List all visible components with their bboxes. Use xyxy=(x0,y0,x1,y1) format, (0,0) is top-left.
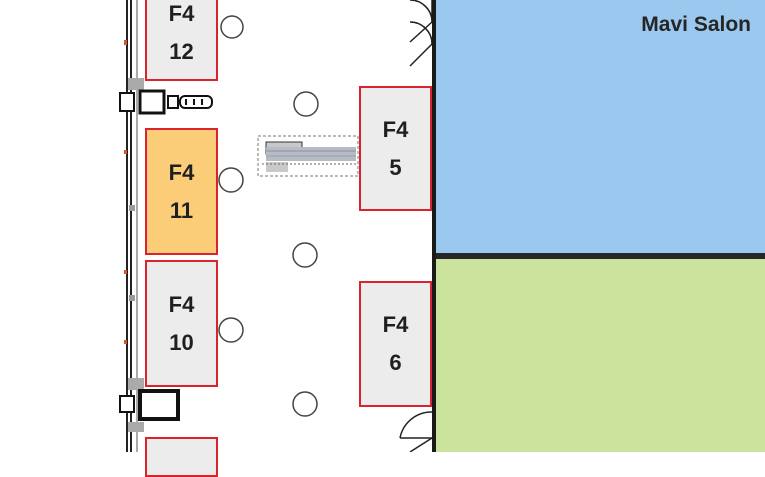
mavi-salon-room xyxy=(435,0,765,253)
booth-partial[interactable] xyxy=(145,437,218,477)
booth-f4-5[interactable]: F4 5 xyxy=(359,86,432,211)
floor-plan: Mavi Salon F4 12 F4 11 F4 10 F4 5 F4 6 xyxy=(119,0,765,477)
booth-label-line2: 12 xyxy=(169,38,194,64)
door-swing xyxy=(399,0,433,452)
equipment-icon xyxy=(119,78,213,115)
equipment-icon-lower xyxy=(119,378,180,432)
booth-label-line1: F4 xyxy=(168,0,195,26)
booth-label-line2: 6 xyxy=(389,350,402,375)
booth-label-line2: 11 xyxy=(169,197,194,223)
booth-f4-10[interactable]: F4 10 xyxy=(145,260,218,387)
booth-label-line2: 5 xyxy=(389,154,402,180)
booth-f4-11[interactable]: F4 11 xyxy=(145,128,218,255)
column-circles xyxy=(218,15,319,417)
booth-label-line2: 10 xyxy=(169,329,194,355)
booth-label-line1: F4 xyxy=(382,312,409,337)
display-stand xyxy=(257,135,359,177)
room-divider-wall xyxy=(435,253,765,259)
floor-plan-drawing xyxy=(119,0,433,452)
wall-markers xyxy=(124,40,127,344)
wall-markers-grey xyxy=(129,205,135,301)
booth-f4-6[interactable]: F4 6 xyxy=(359,281,432,407)
booth-label-line1: F4 xyxy=(168,291,195,317)
room-label-mavi-salon: Mavi Salon xyxy=(641,13,751,36)
salon-wall xyxy=(432,0,436,452)
booth-label-line1: F4 xyxy=(168,159,195,185)
booth-f4-12[interactable]: F4 12 xyxy=(145,0,218,81)
left-wall xyxy=(126,0,138,452)
green-room xyxy=(435,259,765,452)
booth-label-line1: F4 xyxy=(382,116,409,142)
